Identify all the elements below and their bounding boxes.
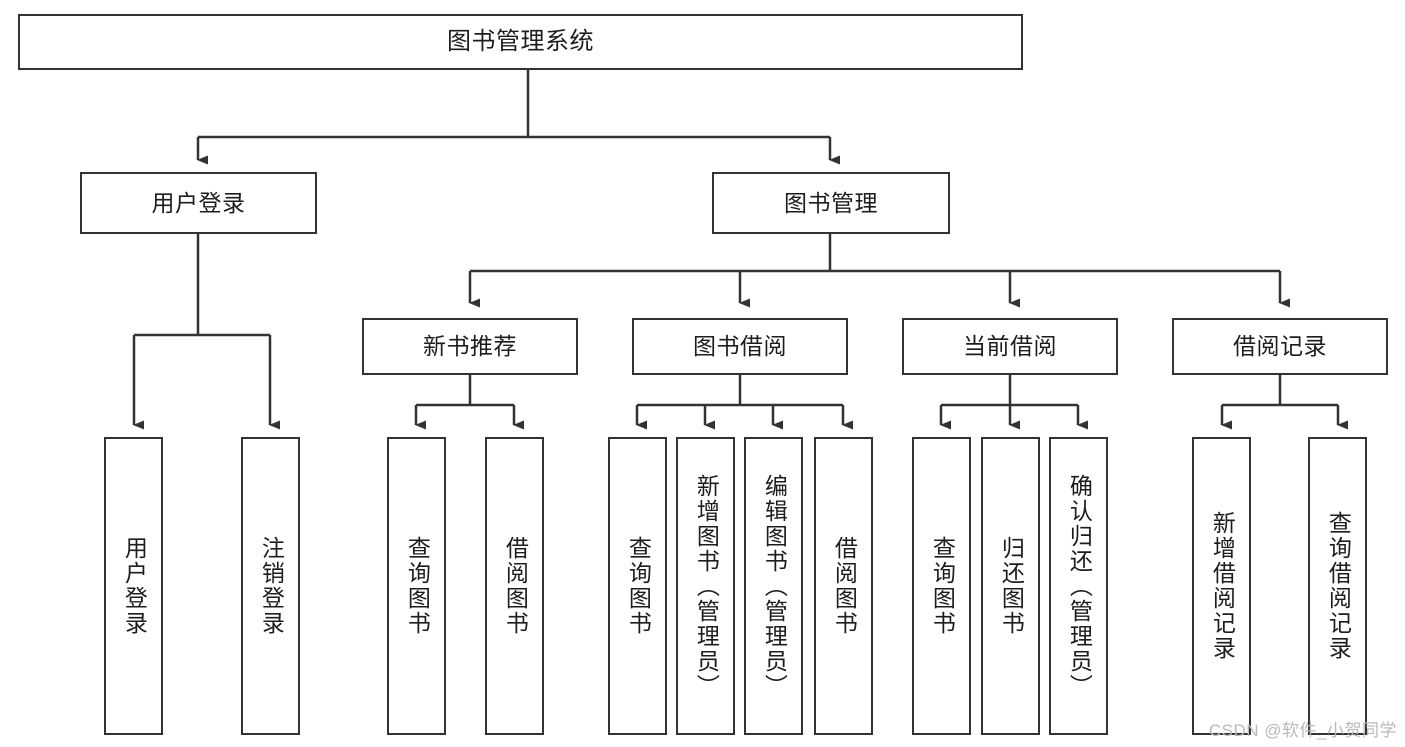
node-label: 查询图书 [404, 536, 431, 636]
leaf-borrow-query-book[interactable]: 查询图书 [608, 437, 667, 735]
node-label: 借阅图书 [502, 536, 529, 636]
node-label: 用户登录 [151, 189, 246, 216]
node-label: 确认归还（管理员） [1066, 473, 1093, 699]
leaf-current-query-book[interactable]: 查询图书 [912, 437, 971, 735]
node-new-book-recommend[interactable]: 新书推荐 [362, 318, 578, 375]
node-label: 新增借阅记录 [1209, 511, 1236, 661]
node-label: 用户登录 [121, 536, 148, 636]
leaf-new-book-query[interactable]: 查询图书 [387, 437, 446, 735]
node-label: 注销登录 [258, 536, 285, 636]
node-borrow-record[interactable]: 借阅记录 [1172, 318, 1388, 375]
leaf-borrow-borrow-book[interactable]: 借阅图书 [814, 437, 873, 735]
leaf-record-query[interactable]: 查询借阅记录 [1308, 437, 1367, 735]
node-label: 编辑图书（管理员） [761, 473, 788, 699]
node-label: 查询图书 [929, 536, 956, 636]
leaf-borrow-edit-book-admin[interactable]: 编辑图书（管理员） [744, 437, 803, 735]
leaf-borrow-add-book-admin[interactable]: 新增图书（管理员） [676, 437, 735, 735]
node-current-borrow[interactable]: 当前借阅 [902, 318, 1118, 375]
node-label: 图书管理 [784, 189, 878, 216]
leaf-current-confirm-return-admin[interactable]: 确认归还（管理员） [1049, 437, 1108, 735]
node-book-management[interactable]: 图书管理 [712, 172, 950, 234]
node-label: 新增图书（管理员） [693, 473, 720, 699]
node-label: 归还图书 [998, 536, 1025, 636]
node-user-login[interactable]: 用户登录 [80, 172, 317, 234]
node-label: 图书借阅 [693, 333, 787, 359]
node-label: 新书推荐 [423, 333, 517, 359]
watermark: CSDN @软件_小贺同学 [1208, 721, 1397, 740]
leaf-record-add[interactable]: 新增借阅记录 [1192, 437, 1251, 735]
leaf-user-logout[interactable]: 注销登录 [241, 437, 300, 735]
node-label: 查询图书 [625, 536, 652, 636]
node-label: 查询借阅记录 [1325, 511, 1352, 661]
node-root-system[interactable]: 图书管理系统 [18, 14, 1023, 70]
node-label: 借阅记录 [1233, 333, 1327, 359]
leaf-new-book-borrow[interactable]: 借阅图书 [485, 437, 544, 735]
node-book-borrow[interactable]: 图书借阅 [632, 318, 848, 375]
node-label: 借阅图书 [831, 536, 858, 636]
node-label: 当前借阅 [963, 333, 1057, 359]
node-label: 图书管理系统 [447, 28, 594, 55]
leaf-user-login[interactable]: 用户登录 [104, 437, 163, 735]
leaf-current-return-book[interactable]: 归还图书 [981, 437, 1040, 735]
